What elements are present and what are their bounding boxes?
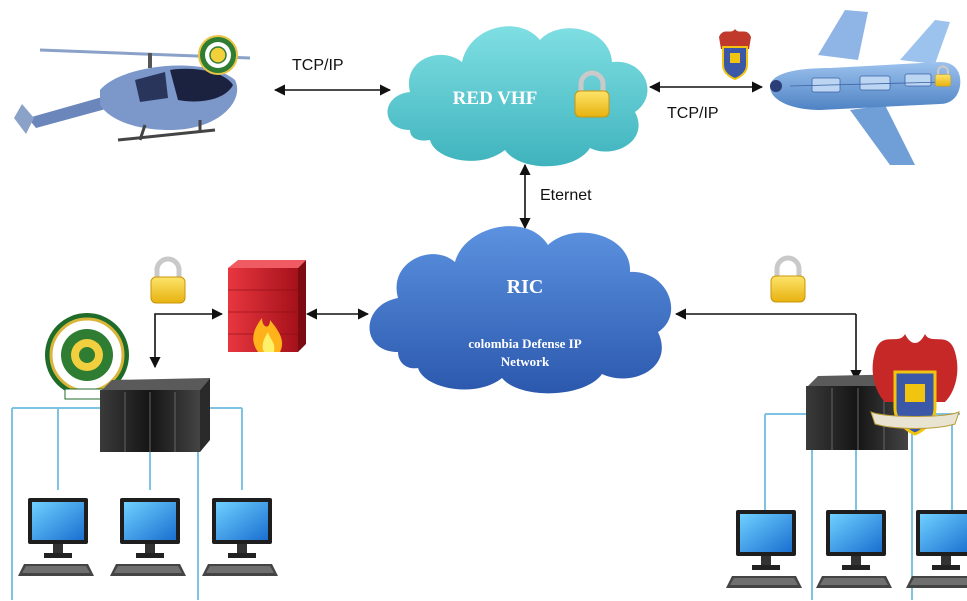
ric-cloud-subtitle-line2: Network (501, 354, 550, 369)
helicopter-link-label: TCP/IP (292, 57, 344, 74)
ric-cloud-title: RIC (507, 276, 544, 298)
left-computer-2-icon (110, 498, 186, 576)
air-force-coat-of-arms-icon (870, 334, 960, 436)
police-seal-icon (45, 313, 129, 400)
red-vhf-cloud-title: RED VHF (453, 88, 538, 109)
left-server-firewall-arrow (149, 308, 224, 369)
police-emblem-icon (198, 35, 238, 75)
aircraft-link-label: TCP/IP (667, 105, 719, 122)
left-server-icon (100, 378, 210, 452)
left-computer-3-icon (202, 498, 278, 576)
right-computer-1-icon (726, 510, 802, 588)
right-computer-2-icon (816, 510, 892, 588)
backbone-link-label: Eternet (540, 187, 592, 204)
left-lock-icon (151, 259, 185, 303)
right-lock-icon (771, 258, 805, 302)
right-computer-3-icon (906, 510, 967, 588)
ric-cloud: RIC colombia Defense IP Network (369, 226, 672, 394)
firewall-icon (228, 260, 306, 352)
air-force-emblem-icon (719, 29, 751, 81)
links (149, 81, 862, 382)
ric-cloud-subtitle-line1: colombia Defense IP (468, 336, 581, 351)
helicopter-icon (14, 48, 251, 142)
left-computer-1-icon (18, 498, 94, 576)
red-vhf-cloud: RED VHF (387, 26, 648, 167)
aircraft-icon (770, 10, 961, 165)
